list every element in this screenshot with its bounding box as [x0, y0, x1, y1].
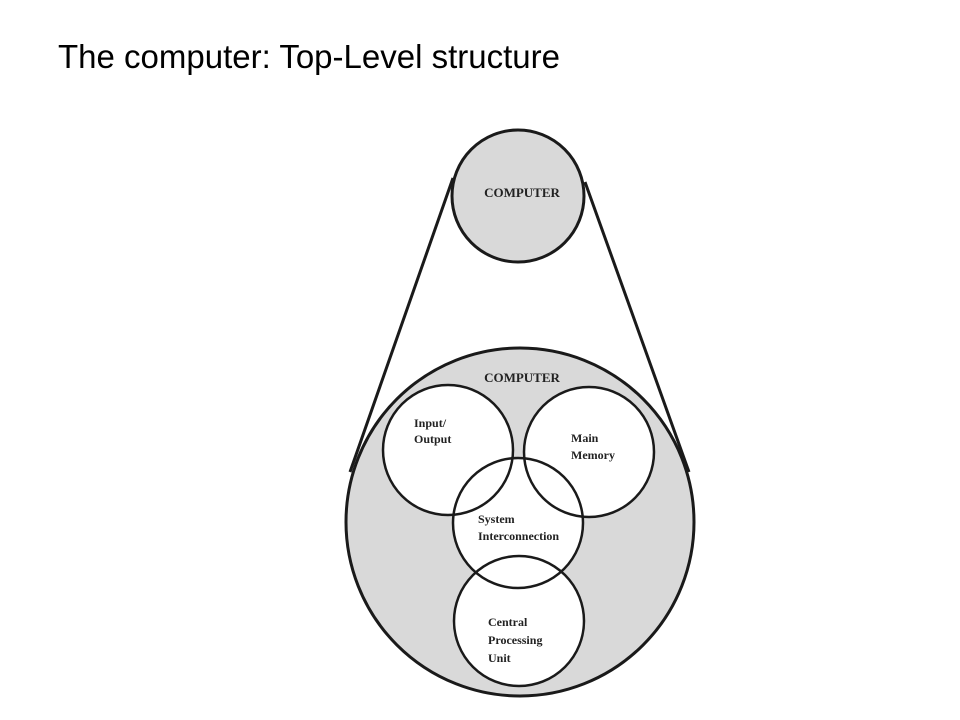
top-computer-circle	[450, 128, 586, 264]
main-memory-label-line1: Main	[571, 431, 599, 445]
left-connector-line	[348, 177, 455, 473]
cpu-label: Central Processing Unit	[488, 615, 545, 665]
top-computer-label: COMPUTER	[484, 185, 560, 200]
cpu-label-line3: Unit	[488, 651, 511, 665]
cpu-label-line2: Processing	[488, 633, 542, 647]
slide-title: The computer: Top-Level structure	[58, 38, 560, 75]
system-interconnection-label-line1: System	[478, 512, 515, 526]
component-fills	[383, 385, 654, 686]
cpu-label-line1: Central	[488, 615, 528, 629]
outer-computer-label: COMPUTER	[484, 370, 560, 385]
system-interconnection-label: System Interconnection	[478, 512, 559, 543]
input-output-label: Input/ Output	[414, 416, 451, 446]
system-interconnection-label-line2: Interconnection	[478, 529, 559, 543]
cpu-circle	[452, 554, 586, 688]
main-memory-circle	[522, 385, 656, 519]
system-interconnection-circle	[451, 456, 585, 590]
main-memory-label-line2: Memory	[571, 448, 615, 462]
input-output-label-line1: Input/	[414, 416, 447, 430]
right-connector-line	[583, 181, 691, 473]
input-output-label-line2: Output	[414, 432, 451, 446]
input-output-circle	[381, 383, 515, 517]
main-memory-label: Main Memory	[571, 431, 615, 462]
